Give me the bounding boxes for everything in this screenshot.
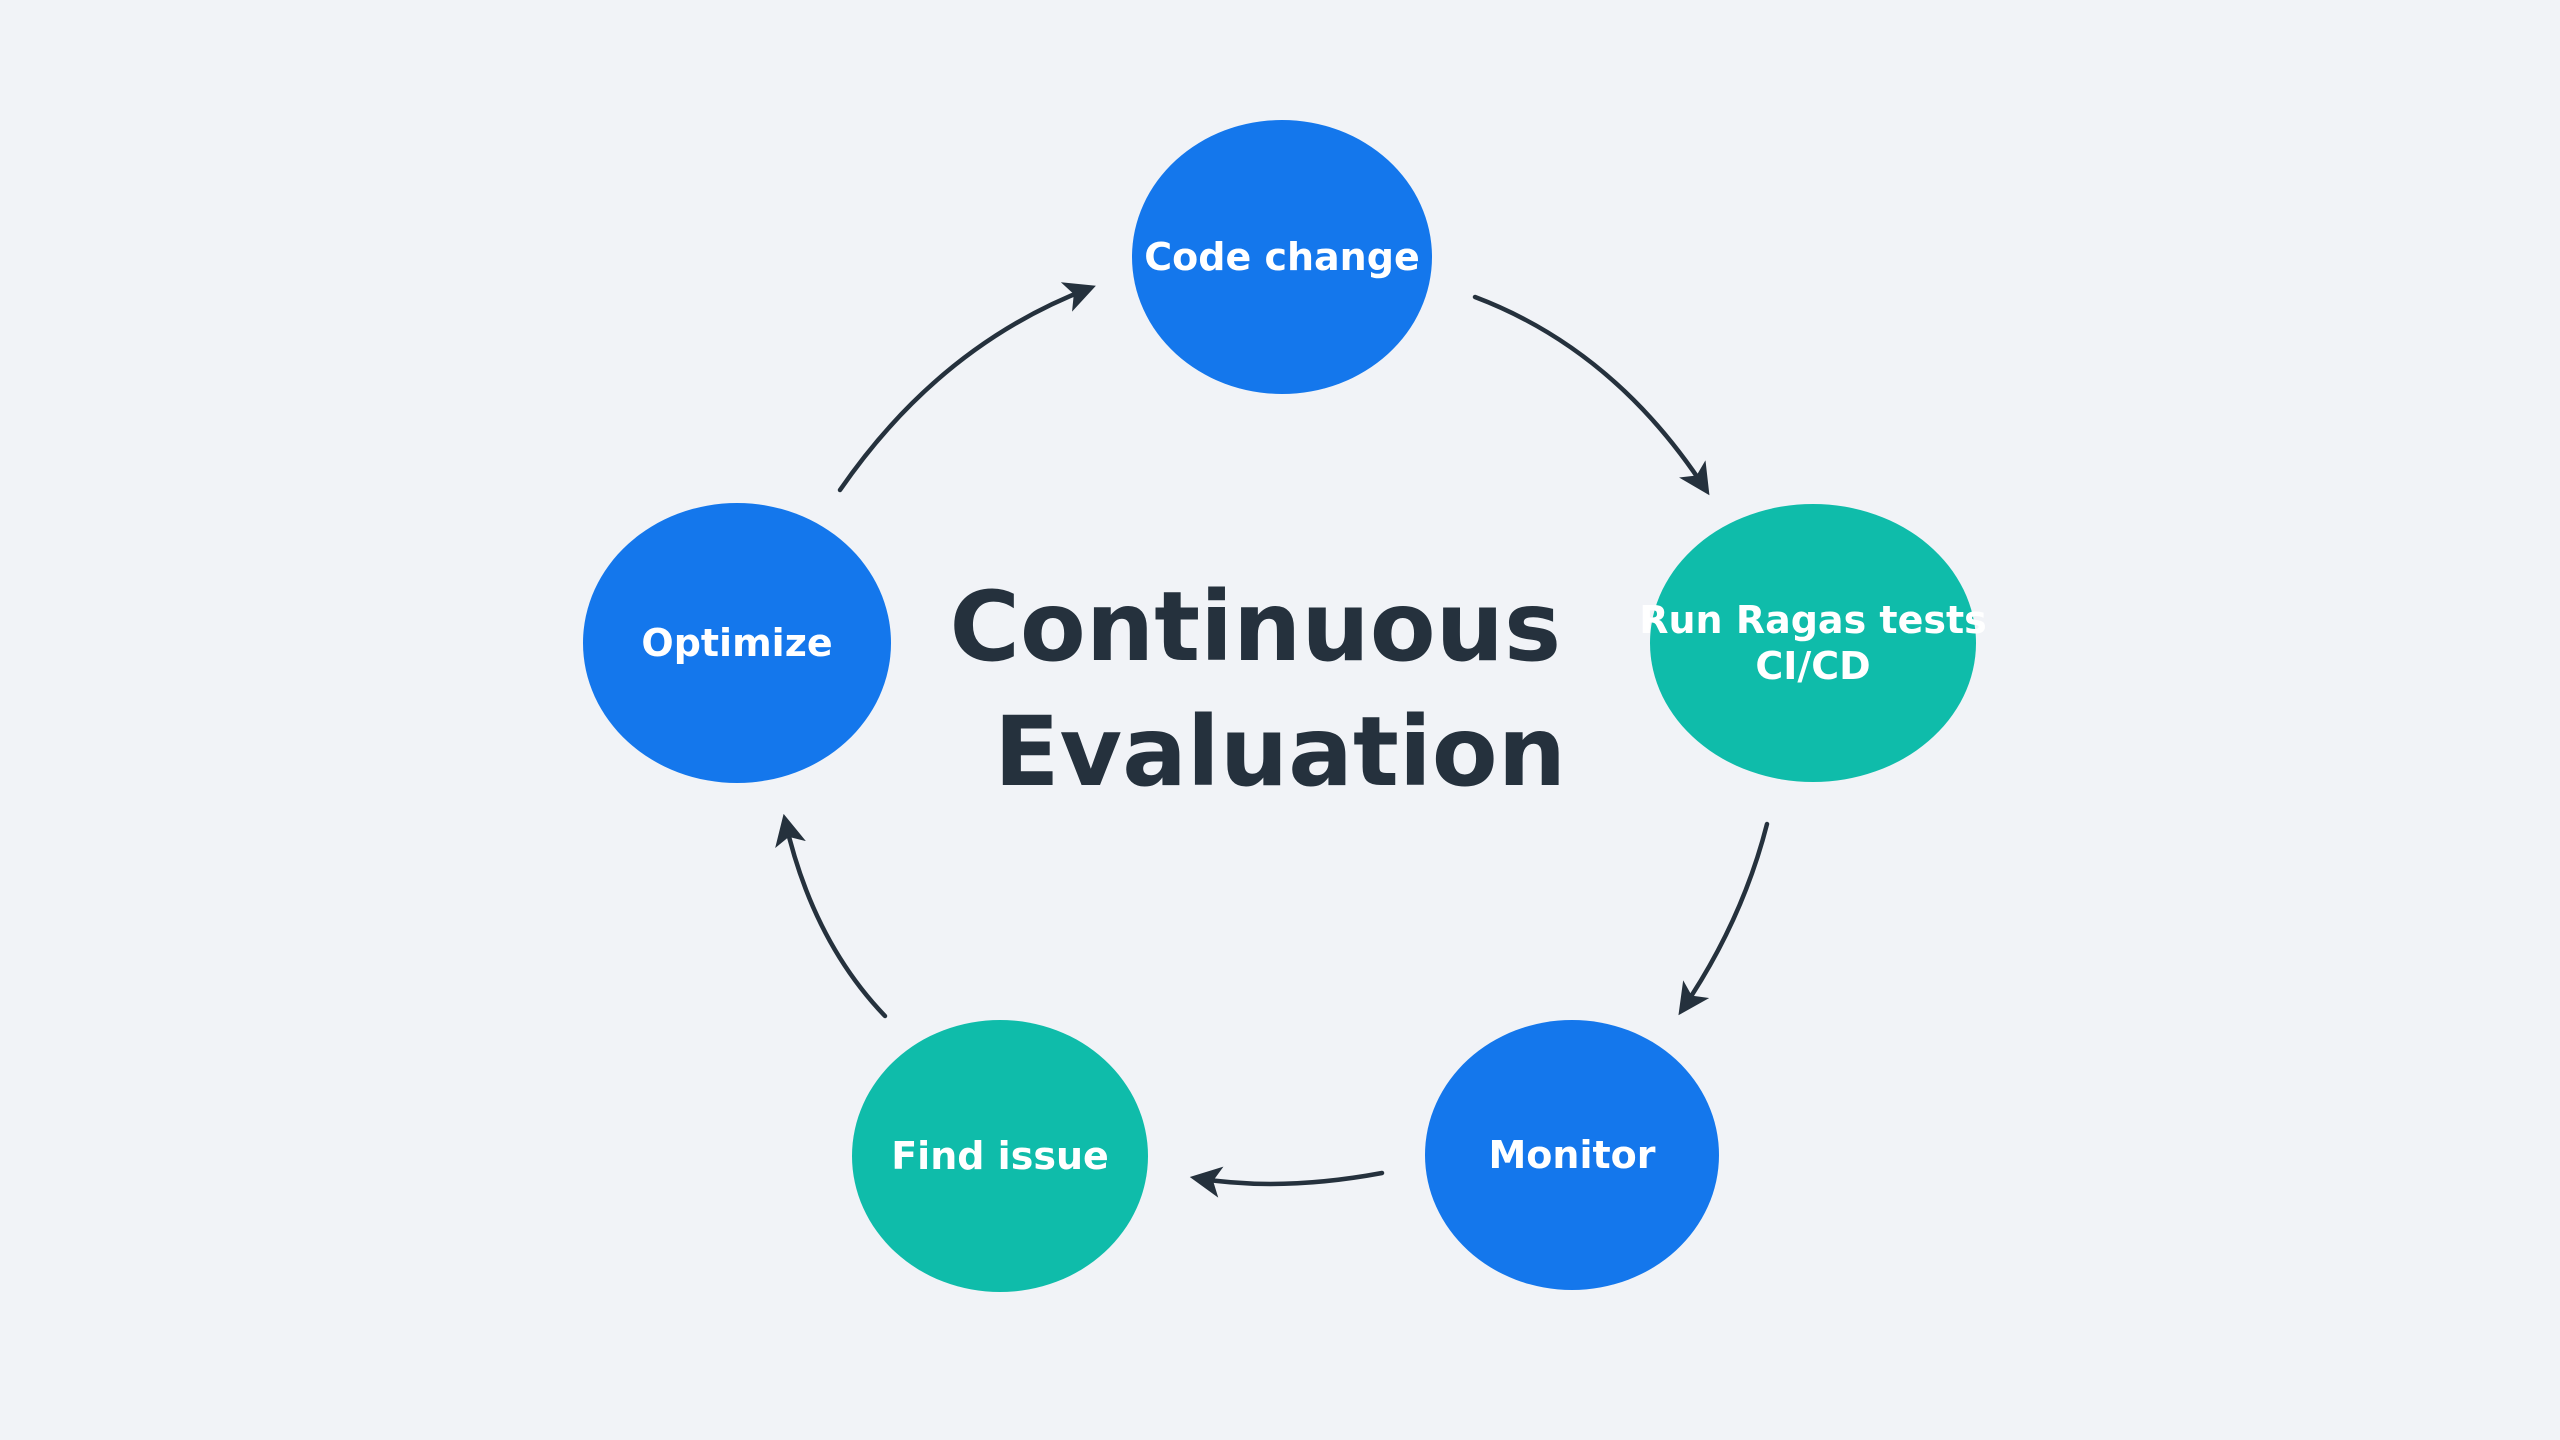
node-circle-optimize	[583, 503, 891, 783]
node-label-line: Code change	[1144, 235, 1419, 279]
arrow-find-issue-to-optimize	[775, 813, 888, 1019]
node-code-change: Code change	[1132, 120, 1432, 394]
node-circle-find-issue	[852, 1020, 1148, 1292]
node-label-line: Find issue	[891, 1134, 1109, 1178]
node-label-line: Optimize	[641, 621, 832, 665]
node-label-line: Run Ragas tests	[1639, 598, 1987, 642]
node-label-monitor: Monitor	[1488, 1133, 1655, 1177]
node-label-find-issue: Find issue	[891, 1134, 1109, 1178]
arrow-run-ragas-tests-to-monitor	[1678, 821, 1770, 1016]
arrow-optimize-to-code-change	[837, 282, 1096, 493]
node-label-optimize: Optimize	[641, 621, 832, 665]
diagram-title-line-1: Continuous	[949, 571, 1561, 683]
node-label-line: Monitor	[1488, 1133, 1655, 1177]
node-monitor: Monitor	[1425, 1020, 1719, 1290]
cycle-arrows	[775, 282, 1770, 1198]
diagram-title-line-2: Evaluation	[994, 696, 1566, 808]
arrow-code-change-to-run-ragas-tests	[1472, 294, 1710, 496]
diagram-title: Continuous Evaluation	[949, 571, 1594, 808]
arrow-monitor-to-find-issue	[1189, 1166, 1385, 1198]
node-circle-run-ragas-tests	[1650, 504, 1976, 782]
node-circle-monitor	[1425, 1020, 1719, 1290]
node-find-issue: Find issue	[852, 1020, 1148, 1292]
node-optimize: Optimize	[583, 503, 891, 783]
node-label-line: CI/CD	[1755, 644, 1870, 688]
node-label-code-change: Code change	[1144, 235, 1419, 279]
node-circle-code-change	[1132, 120, 1432, 394]
